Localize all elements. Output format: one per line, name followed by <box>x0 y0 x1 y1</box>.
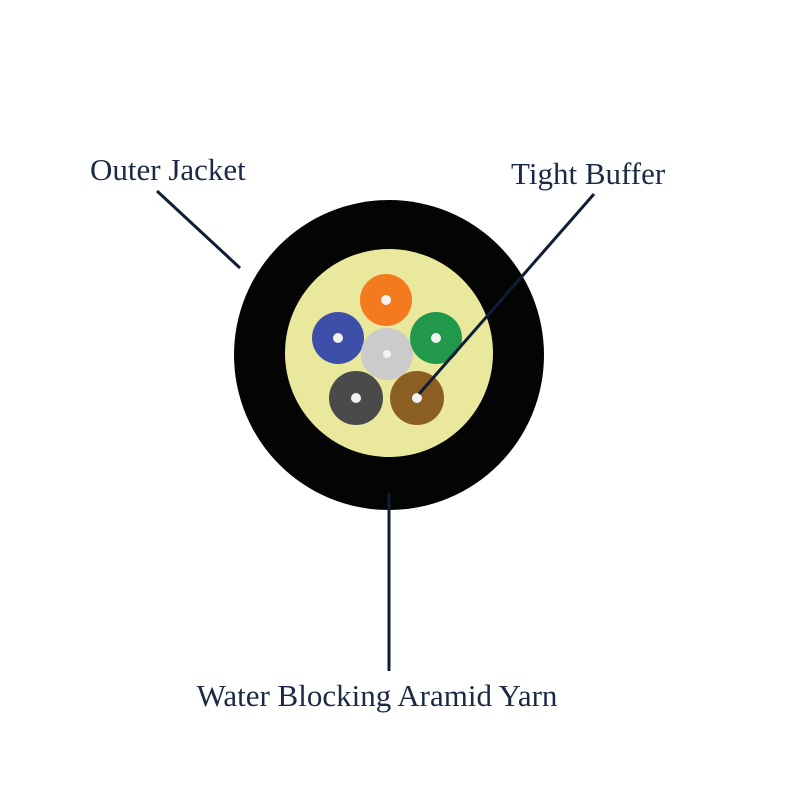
fiber-core <box>383 350 391 358</box>
water-blocking-aramid-yarn-label: Water Blocking Aramid Yarn <box>197 678 558 713</box>
tight-buffer-label: Tight Buffer <box>511 156 666 191</box>
fiber-green <box>410 312 462 364</box>
fiber-black <box>329 371 383 425</box>
fiber-white <box>361 328 413 380</box>
outer-jacket-label: Outer Jacket <box>90 152 246 187</box>
outer-jacket-leader-line <box>155 189 242 270</box>
fiber-core <box>412 393 422 403</box>
fiber-core <box>431 333 441 343</box>
fiber-orange <box>360 274 412 326</box>
fiber-core <box>333 333 343 343</box>
fiber-brown <box>390 371 444 425</box>
fiber-core <box>381 295 391 305</box>
tight-buffer-leader-line <box>417 193 596 395</box>
fiber-blue <box>312 312 364 364</box>
fiber-core <box>351 393 361 403</box>
